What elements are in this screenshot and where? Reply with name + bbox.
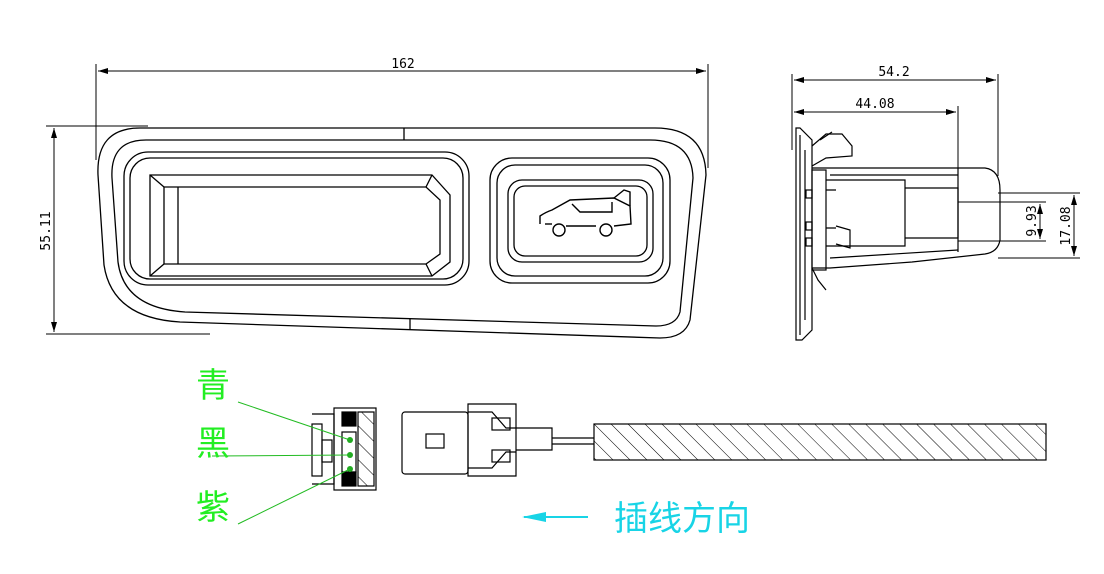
male-connector [401, 403, 594, 477]
wire-label-purple: 紫 [196, 488, 230, 528]
front-dimension-lines [46, 64, 709, 335]
side-view [795, 127, 1001, 341]
body-depth-label: 44.08 [855, 97, 894, 112]
side-dimension-lines [791, 74, 1080, 259]
insertion-arrow-icon [522, 512, 588, 522]
front-view [97, 127, 707, 339]
inner-height-label: 9.93 [1025, 205, 1040, 236]
insertion-direction-label: 插线方向 [614, 499, 750, 539]
suv-tailgate-icon [539, 189, 632, 237]
wire-label-black: 黑 [196, 424, 230, 464]
wire-bundle [593, 423, 1047, 461]
width-dimension-label: 162 [391, 57, 414, 72]
overall-depth-label: 54.2 [878, 65, 909, 80]
female-connector [311, 407, 377, 491]
connector-pins [347, 437, 353, 472]
connector-height-label: 17.08 [1059, 206, 1074, 245]
wire-leader-lines [211, 401, 351, 525]
height-dimension-label: 55.11 [39, 211, 54, 250]
wire-label-cyan: 青 [196, 366, 230, 406]
